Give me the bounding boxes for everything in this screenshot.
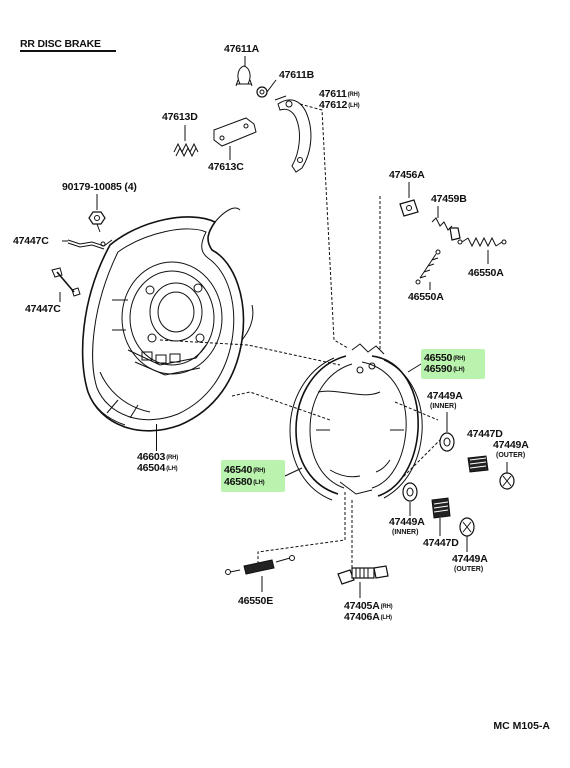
label-47447c-bottom: 47447C: [25, 303, 61, 315]
guide-line-spring-e: [257, 492, 346, 564]
note-outer-b: (OUTER): [496, 452, 526, 459]
note-outer-d: (OUTER): [454, 566, 484, 573]
note-inner-a: (INNER): [430, 403, 457, 410]
label-47611b: 47611B: [279, 69, 315, 81]
diagram-code: MC M105-A: [493, 720, 550, 732]
spring-46550e: [225, 555, 295, 575]
note-inner-c: (INNER): [392, 529, 419, 536]
washer-47449a-outer-b: [499, 472, 515, 490]
label-46540: 46540(RH): [224, 464, 266, 476]
pin-47456a: [399, 199, 419, 217]
spring-47459b: [431, 217, 461, 241]
label-46580: 46580(LH): [224, 476, 265, 488]
label-47456a: 47456A: [389, 169, 425, 181]
label-46550: 46550(RH): [424, 352, 466, 364]
leader-46603: [156, 424, 157, 451]
highlight-46540-46580: [221, 460, 285, 492]
label-46550a-left: 46550A: [408, 291, 444, 303]
label-47613c: 47613C: [208, 161, 244, 173]
title-underline: [20, 50, 116, 52]
pin-47447c-bottom: [51, 267, 81, 297]
guide-line-hardware: [399, 439, 441, 481]
label-47449a-d: 47449A: [452, 553, 488, 565]
spring-46550a-right: [457, 236, 507, 248]
label-47449a-b: 47449A: [493, 439, 529, 451]
clip-47611a: [235, 65, 253, 87]
label-47613d: 47613D: [162, 111, 198, 123]
washer-47449a-inner-a: [439, 432, 455, 452]
label-46504: 46504(LH): [137, 462, 178, 474]
label-46603: 46603(RH): [137, 451, 179, 463]
spring-47447d-a: [467, 455, 489, 473]
clip-47447c-top: [67, 239, 113, 250]
diagram-title: RR DISC BRAKE: [20, 38, 101, 50]
washer-47611b: [256, 86, 268, 98]
label-47612: 47612(LH): [319, 99, 360, 111]
spring-46550a-left: [415, 249, 441, 285]
label-47405a: 47405A(RH): [344, 600, 393, 612]
spring-47447d-b: [431, 497, 451, 519]
label-47447d-a: 47447D: [467, 428, 503, 440]
label-47447c-top: 47447C: [13, 235, 49, 247]
guide-line-lever: [299, 103, 349, 349]
backing-plate: [81, 207, 254, 432]
bolt-90179: [88, 211, 106, 233]
label-46550a-right: 46550A: [468, 267, 504, 279]
guide-line-hardware-2: [394, 401, 439, 421]
label-46590: 46590(LH): [424, 363, 465, 375]
parking-lever-47611: [274, 95, 312, 173]
label-47611: 47611(RH): [319, 88, 360, 100]
label-46550e: 46550E: [238, 595, 274, 607]
label-47449a-c: 47449A: [389, 516, 425, 528]
label-47459b: 47459B: [431, 193, 467, 205]
label-47449a-a: 47449A: [427, 390, 463, 402]
highlight-46550-46590: [421, 349, 485, 379]
washer-47449a-inner-c: [402, 482, 418, 502]
washer-47449a-outer-d: [459, 517, 475, 537]
label-47447d-b: 47447D: [423, 537, 459, 549]
guide-line-plate: [159, 339, 341, 366]
brake-shoe-assembly: [289, 343, 423, 501]
guide-line-shoe: [231, 391, 331, 421]
spring-47613d: [173, 142, 199, 158]
adjuster-47405a: [337, 565, 389, 585]
label-47406a: 47406A(LH): [344, 611, 392, 623]
label-47611a: 47611A: [224, 43, 260, 55]
strut-47613c: [213, 117, 257, 147]
label-90179: 90179-10085 (4): [62, 181, 137, 193]
